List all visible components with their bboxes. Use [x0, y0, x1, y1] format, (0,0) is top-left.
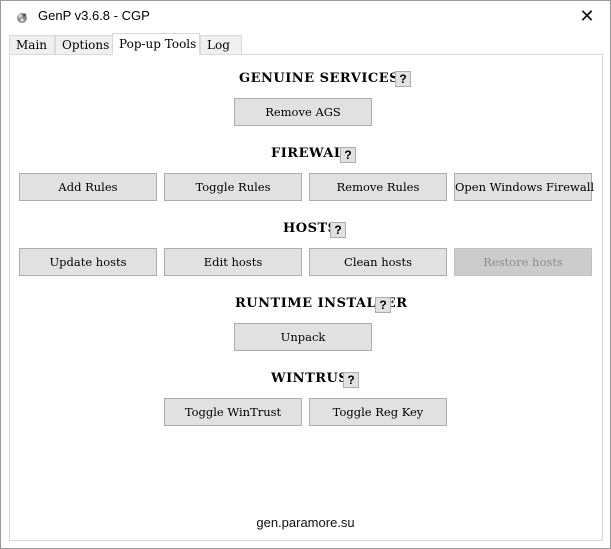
- tab-popup-tools[interactable]: Pop-up Tools: [112, 33, 200, 55]
- toggle-rules-button[interactable]: Toggle Rules: [164, 173, 302, 201]
- firewall-title: FIREWALL: [271, 146, 354, 161]
- toggle-wintrust-button[interactable]: Toggle WinTrust: [164, 398, 302, 426]
- remove-ags-button[interactable]: Remove AGS: [234, 98, 372, 126]
- genuine-services-title: GENUINE SERVICES: [239, 71, 400, 86]
- toggle-reg-key-button[interactable]: Toggle Reg Key: [309, 398, 447, 426]
- restore-hosts-button: Restore hosts: [454, 248, 592, 276]
- wintrust-help-button[interactable]: ?: [343, 372, 359, 388]
- tab-main[interactable]: Main: [9, 35, 55, 54]
- window-title: GenP v3.6.8 - CGP: [38, 8, 150, 23]
- edit-hosts-button[interactable]: Edit hosts: [164, 248, 302, 276]
- hosts-title: HOSTS: [283, 221, 338, 236]
- open-windows-firewall-button[interactable]: Open Windows Firewall: [454, 173, 594, 201]
- footer-link[interactable]: gen.paramore.su: [256, 515, 355, 530]
- runtime-installer-title: RUNTIME INSTALLER: [235, 296, 408, 311]
- app-logo-icon: [15, 9, 29, 23]
- hosts-help-button[interactable]: ?: [330, 222, 346, 238]
- wintrust-title: WINTRUST: [271, 371, 359, 386]
- tab-panel-popup-tools: [9, 54, 603, 541]
- update-hosts-button[interactable]: Update hosts: [19, 248, 157, 276]
- tab-options[interactable]: Options: [55, 35, 113, 54]
- close-icon: ✕: [579, 6, 595, 27]
- tab-log[interactable]: Log: [200, 35, 242, 54]
- title-bar[interactable]: GenP v3.6.8 - CGP ✕: [1, 1, 610, 32]
- remove-rules-button[interactable]: Remove Rules: [309, 173, 447, 201]
- firewall-help-button[interactable]: ?: [340, 147, 356, 163]
- add-rules-button[interactable]: Add Rules: [19, 173, 157, 201]
- unpack-button[interactable]: Unpack: [234, 323, 372, 351]
- clean-hosts-button[interactable]: Clean hosts: [309, 248, 447, 276]
- runtime-installer-help-button[interactable]: ?: [375, 297, 391, 313]
- close-button[interactable]: ✕: [564, 1, 610, 32]
- genuine-services-help-button[interactable]: ?: [395, 71, 411, 87]
- tab-strip: Main Options Pop-up Tools Log: [9, 33, 603, 55]
